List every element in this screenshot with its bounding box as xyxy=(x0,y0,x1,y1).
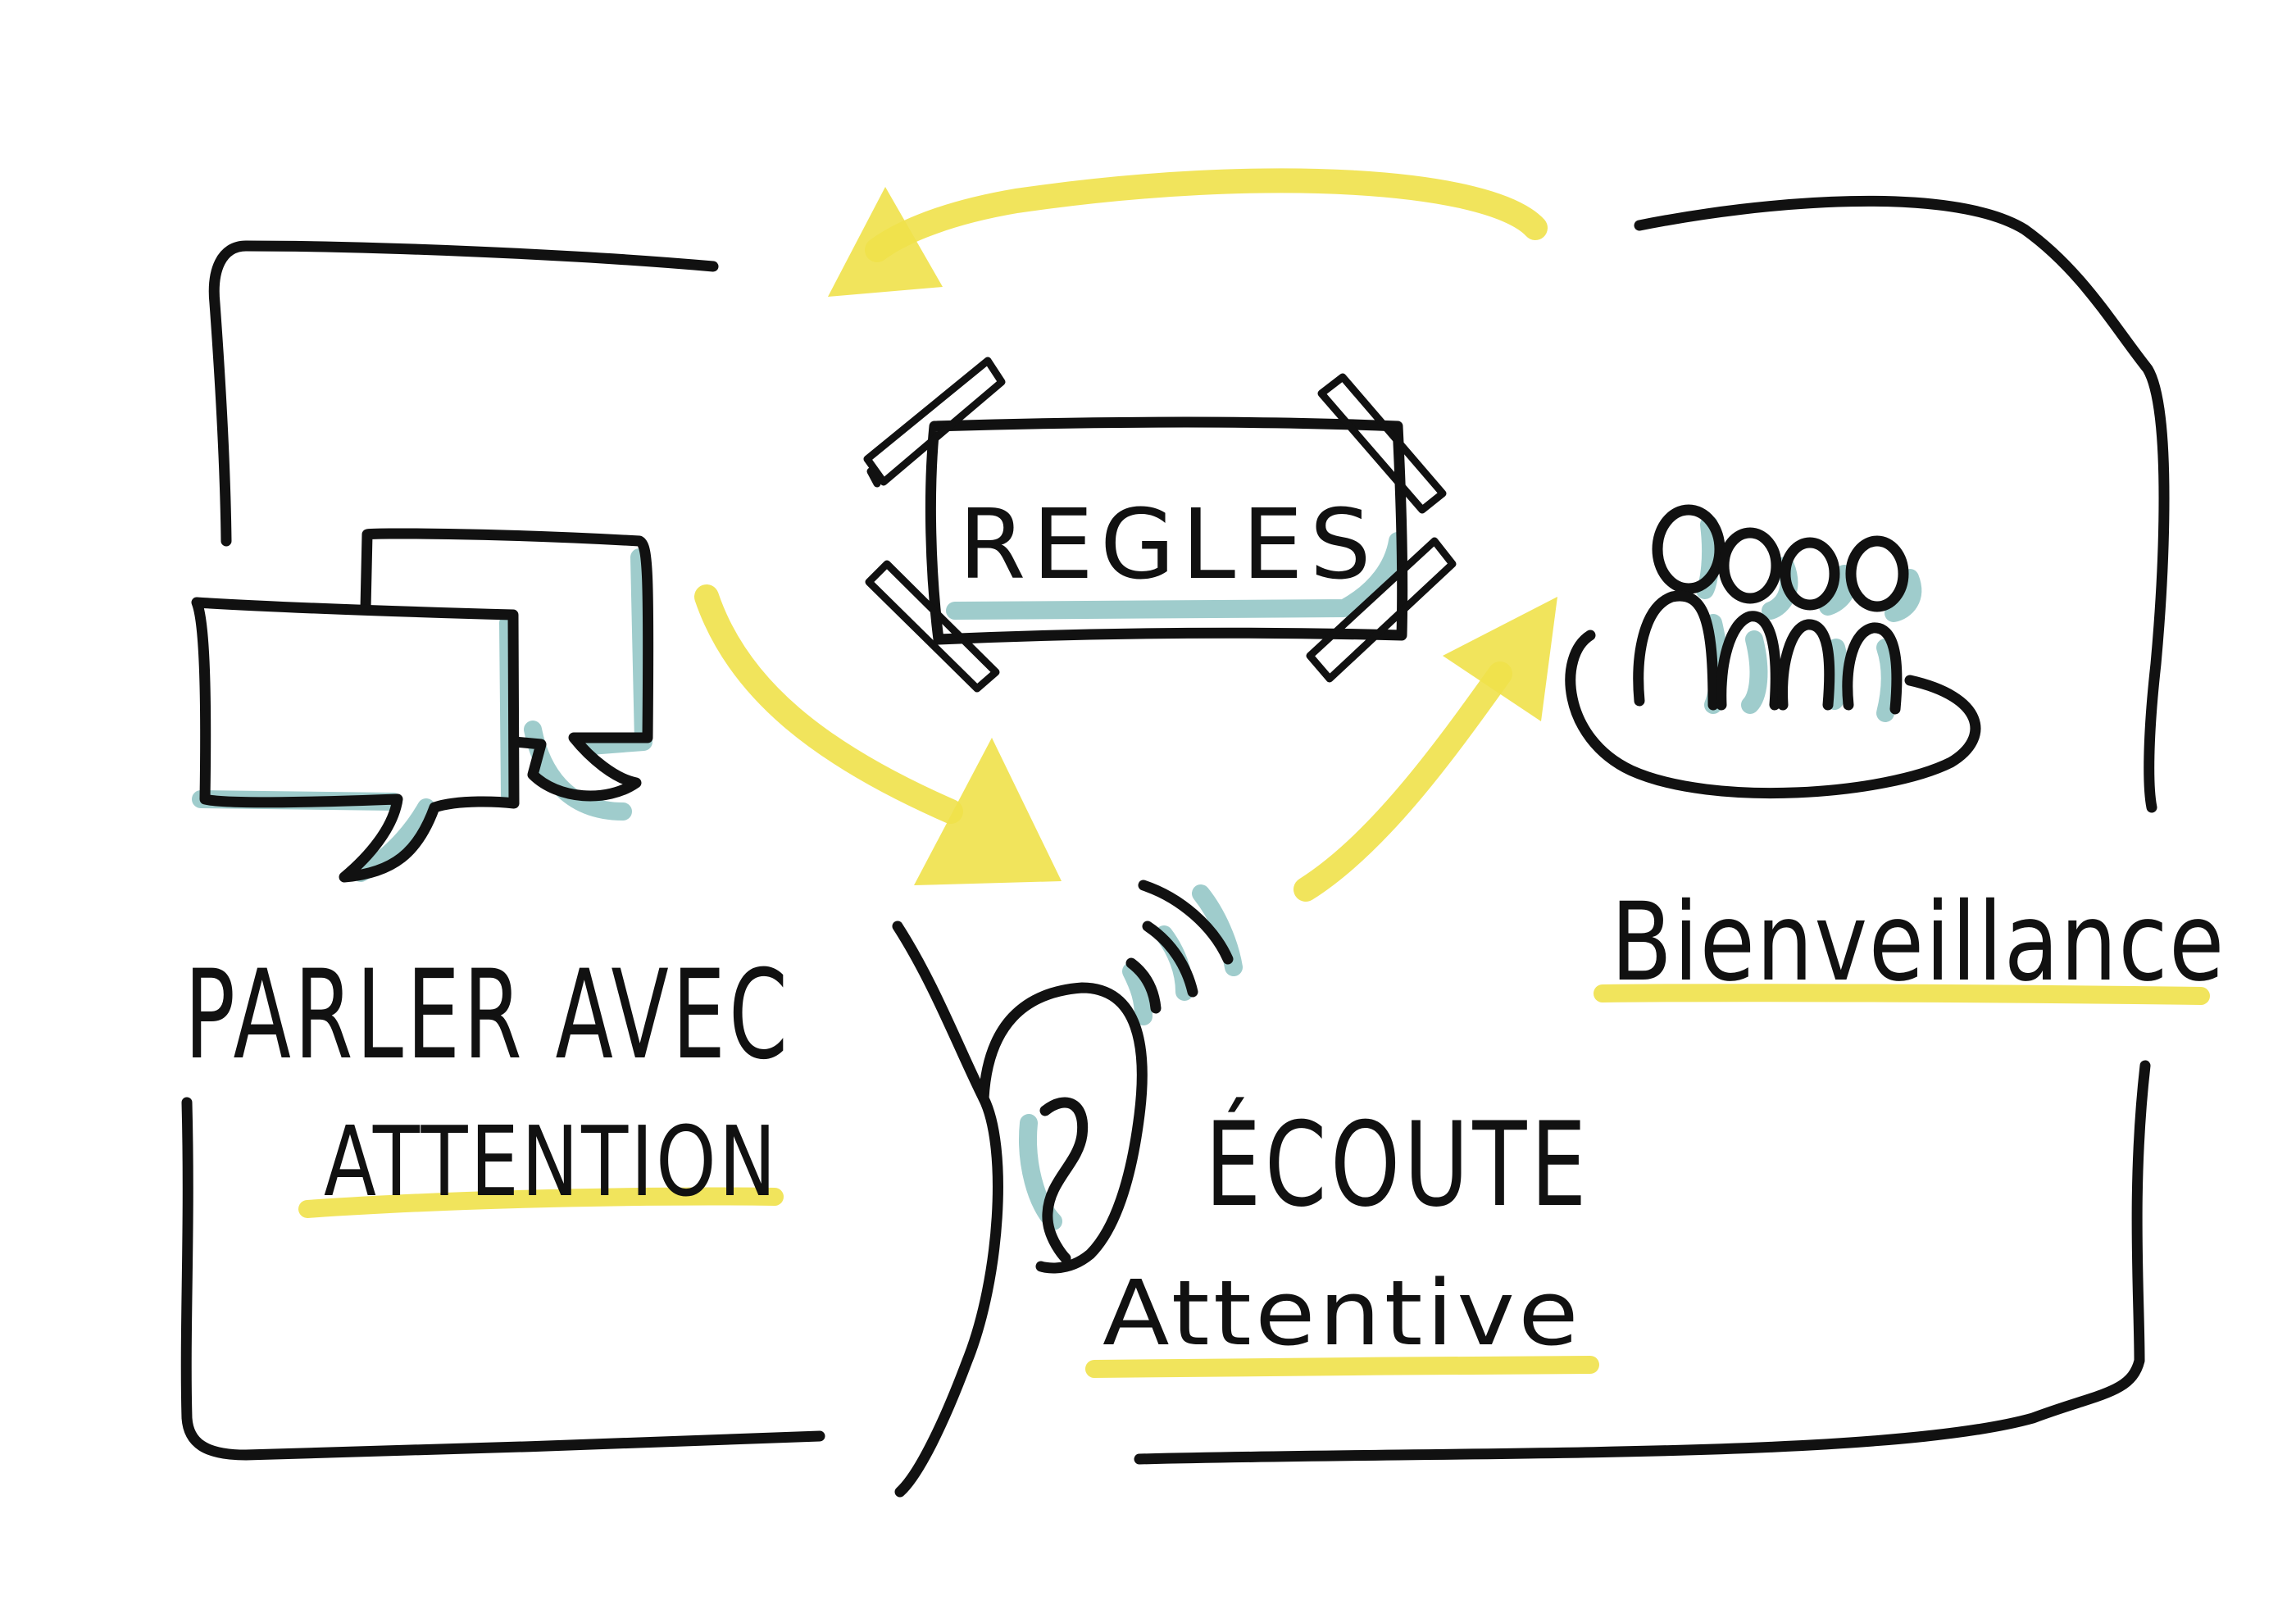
ear-helix xyxy=(978,982,1148,1274)
sound-wave-large xyxy=(1138,880,1234,965)
people-group-icon xyxy=(1565,504,1981,799)
attentive-highlight xyxy=(1085,1356,1599,1378)
bienveillance-group: Bienveillance xyxy=(1594,880,2226,1006)
left-bracket xyxy=(180,240,825,1461)
cycle-arrow-left xyxy=(694,584,963,824)
ear-icon xyxy=(892,880,1243,1498)
left-bracket-bottom xyxy=(180,1097,825,1461)
sound-wave-small xyxy=(1125,957,1162,1014)
cycle-arrows xyxy=(694,168,1557,902)
cycle-arrow-left-head xyxy=(914,738,1062,885)
tape-bottom-left xyxy=(865,560,1000,693)
tape-top-right xyxy=(1317,373,1447,514)
ear-inner xyxy=(1039,1097,1089,1264)
ear-outline xyxy=(892,921,1003,1498)
right-bracket xyxy=(1134,195,2170,1465)
parler-group: PARLER AVEC ATTENTION xyxy=(184,944,791,1218)
ecoute-group: ÉCOUTE Attentive xyxy=(1085,1096,1599,1378)
sound-wave-medium xyxy=(1142,921,1198,998)
cycle-arrow-top xyxy=(865,168,1548,262)
speech-bubbles-icon xyxy=(191,528,654,883)
attention-highlight xyxy=(298,1187,784,1218)
cycle-arrow-right-head xyxy=(1443,597,1557,721)
tape-top-left xyxy=(863,357,1006,488)
left-bracket-top xyxy=(208,240,719,547)
right-bracket-bottom xyxy=(1134,1060,2151,1465)
cycle-arrow-top-head xyxy=(828,187,943,297)
right-bracket-top xyxy=(1634,195,2170,813)
parler-label-line2: ATTENTION xyxy=(324,1105,779,1218)
regles-label: REGLES xyxy=(958,488,1377,601)
bienveillance-label: Bienveillance xyxy=(1611,880,2226,1006)
taped-sign-icon: REGLES xyxy=(863,357,1457,693)
tape-bottom-right xyxy=(1306,537,1457,683)
bienveillance-highlight xyxy=(1594,984,2210,1005)
cycle-arrow-right xyxy=(1293,661,1512,902)
ecoute-label-line1: ÉCOUTE xyxy=(1205,1096,1590,1233)
sign-frame xyxy=(925,416,1408,645)
ecoute-label-line2: Attentive xyxy=(1103,1261,1582,1366)
parler-label-line1: PARLER AVEC xyxy=(184,944,791,1087)
